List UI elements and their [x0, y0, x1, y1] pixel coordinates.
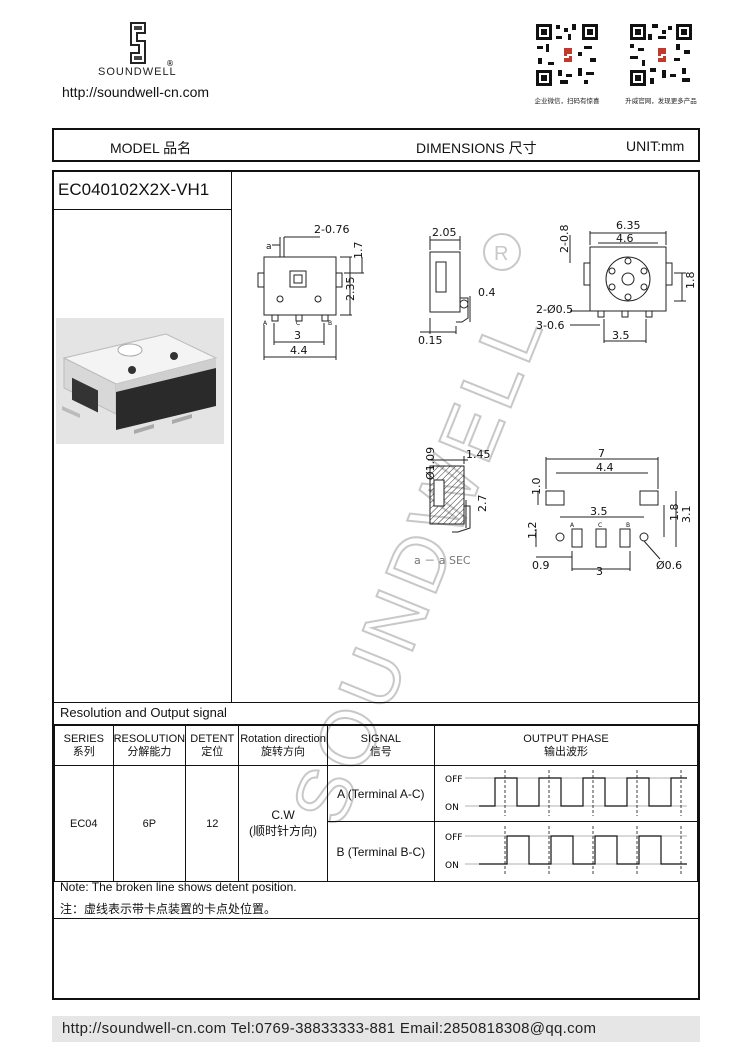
top-dim-5: 2-Ø0.5 — [536, 303, 573, 316]
qr-code-wechat — [534, 22, 600, 88]
pcb-dim-10: Ø0.6 — [656, 559, 682, 572]
title-bar: MODEL 品名 DIMENSIONS 尺寸 UNIT:mm — [52, 128, 700, 162]
pcb-dim-3: 1.0 — [530, 478, 543, 496]
pcb-dim-8: 0.9 — [532, 559, 550, 572]
cell-signal-a: A (Terminal A-C) — [326, 765, 435, 822]
section-dim-1: Ø1.09 — [424, 447, 437, 480]
pcb-dim-2: 4.4 — [596, 461, 614, 474]
brand-name: SOUNDWELL — [98, 66, 177, 78]
side-dim-3: 0.15 — [418, 334, 443, 347]
front-dim-3: 2.35 — [344, 277, 357, 302]
pcb-pin-c: C — [598, 522, 602, 529]
pcb-pin-a: A — [570, 522, 575, 529]
pcb-dim-9: 3 — [596, 565, 603, 578]
unit-label: UNIT:mm — [626, 138, 685, 154]
cell-detent: 12 — [185, 765, 240, 882]
drawing-front-view: a 2-0.76 1.7 2.35 3 4.4 A C B — [240, 215, 370, 375]
product-photo — [56, 318, 224, 449]
divider-vertical — [231, 209, 232, 702]
dimensions-label: DIMENSIONS 尺寸 — [416, 140, 537, 156]
model-label: MODEL 品名 — [110, 140, 192, 156]
pcb-dim-1: 7 — [598, 447, 605, 460]
top-dim-7: 3.5 — [612, 329, 630, 342]
svg-text:R: R — [494, 243, 508, 265]
qr-code-website — [628, 22, 694, 88]
note-chinese: 注：虚线表示带卡点装置的卡点处位置。 — [60, 902, 277, 916]
pcb-dim-4: 3.5 — [590, 505, 608, 518]
wave-a-on-label: ON — [445, 803, 459, 813]
front-dim-4: 3 — [294, 329, 301, 342]
cell-waveform-a: OFF ON — [433, 765, 699, 822]
divider-notes — [52, 918, 700, 919]
top-dim-1: 6.35 — [616, 219, 641, 232]
front-dim-1: 2-0.76 — [314, 223, 349, 236]
drawing-side-view: 2.05 0.4 0.15 — [410, 222, 505, 352]
cell-resolution: 6P — [112, 765, 187, 882]
divider-table-top — [52, 702, 700, 703]
qr-caption-website: 升威官网，发现更多产品 — [625, 98, 697, 105]
section-label: a － a SEC — [414, 554, 471, 567]
cell-series: EC04 — [54, 765, 114, 882]
side-dim-1: 2.05 — [432, 226, 457, 239]
model-code-cell: EC040102X2X-VH1 — [52, 170, 232, 210]
pcb-dim-5: 1.8 — [668, 504, 681, 522]
table-title: Resolution and Output signal — [60, 705, 227, 720]
section-dim-2: 1.45 — [466, 448, 491, 461]
main-frame — [52, 170, 700, 1000]
side-dim-2: 0.4 — [478, 286, 496, 299]
pcb-dim-6: 3.1 — [680, 506, 690, 524]
divider-table-title — [52, 724, 700, 725]
front-pin-b: B — [328, 320, 332, 327]
front-pin-c: C — [296, 320, 300, 327]
company-logo: ® — [88, 18, 208, 84]
wave-a-off-label: OFF — [445, 775, 462, 785]
top-dim-3: 2-0.8 — [558, 225, 571, 253]
wave-b-off-label: OFF — [445, 833, 462, 843]
note-english: Note: The broken line shows detent posit… — [60, 880, 297, 894]
cell-signal-b: B (Terminal B-C) — [326, 821, 435, 882]
table-row: B (Terminal B-C) OFF ON — [55, 821, 699, 882]
front-label-a: a — [266, 242, 272, 252]
qr-caption-wechat: 企业微信，扫码有惊喜 — [534, 98, 600, 105]
front-dim-5: 4.4 — [290, 344, 308, 357]
top-dim-6: 3-0.6 — [536, 319, 564, 332]
section-dim-3: 2.7 — [476, 495, 489, 513]
website-link[interactable]: http://soundwell-cn.com — [62, 84, 210, 100]
front-pin-a: A — [263, 320, 268, 327]
table-row: EC04 6P 12 C.W(顺时针方向) A (Terminal A-C) O… — [54, 765, 699, 882]
cell-waveform-b: OFF ON — [433, 821, 699, 882]
svg-text:®: ® — [166, 59, 174, 68]
drawing-top-view: 6.35 4.6 2-0.8 1.8 2-Ø0.5 3-0.6 3.5 — [530, 215, 697, 355]
drawing-pcb-layout: 7 4.4 1.0 3.5 1.8 3.1 1.2 0.9 3 Ø0.6 A C… — [520, 445, 693, 585]
cell-rotation: C.W(顺时针方向) — [238, 765, 328, 882]
front-dim-2: 1.7 — [352, 242, 365, 260]
top-dim-2: 4.6 — [616, 232, 634, 245]
pcb-pin-b: B — [626, 522, 630, 529]
footer-bar: http://soundwell-cn.com Tel:0769-3883333… — [52, 1016, 700, 1042]
drawing-section-view: Ø1.09 1.45 2.7 a － a SEC — [408, 440, 508, 575]
top-dim-4: 1.8 — [684, 272, 695, 290]
footer-contact: http://soundwell-cn.com Tel:0769-3883333… — [62, 1020, 597, 1037]
wave-b-on-label: ON — [445, 861, 459, 871]
model-code: EC040102X2X-VH1 — [58, 180, 210, 199]
pcb-dim-7: 1.2 — [526, 522, 539, 540]
